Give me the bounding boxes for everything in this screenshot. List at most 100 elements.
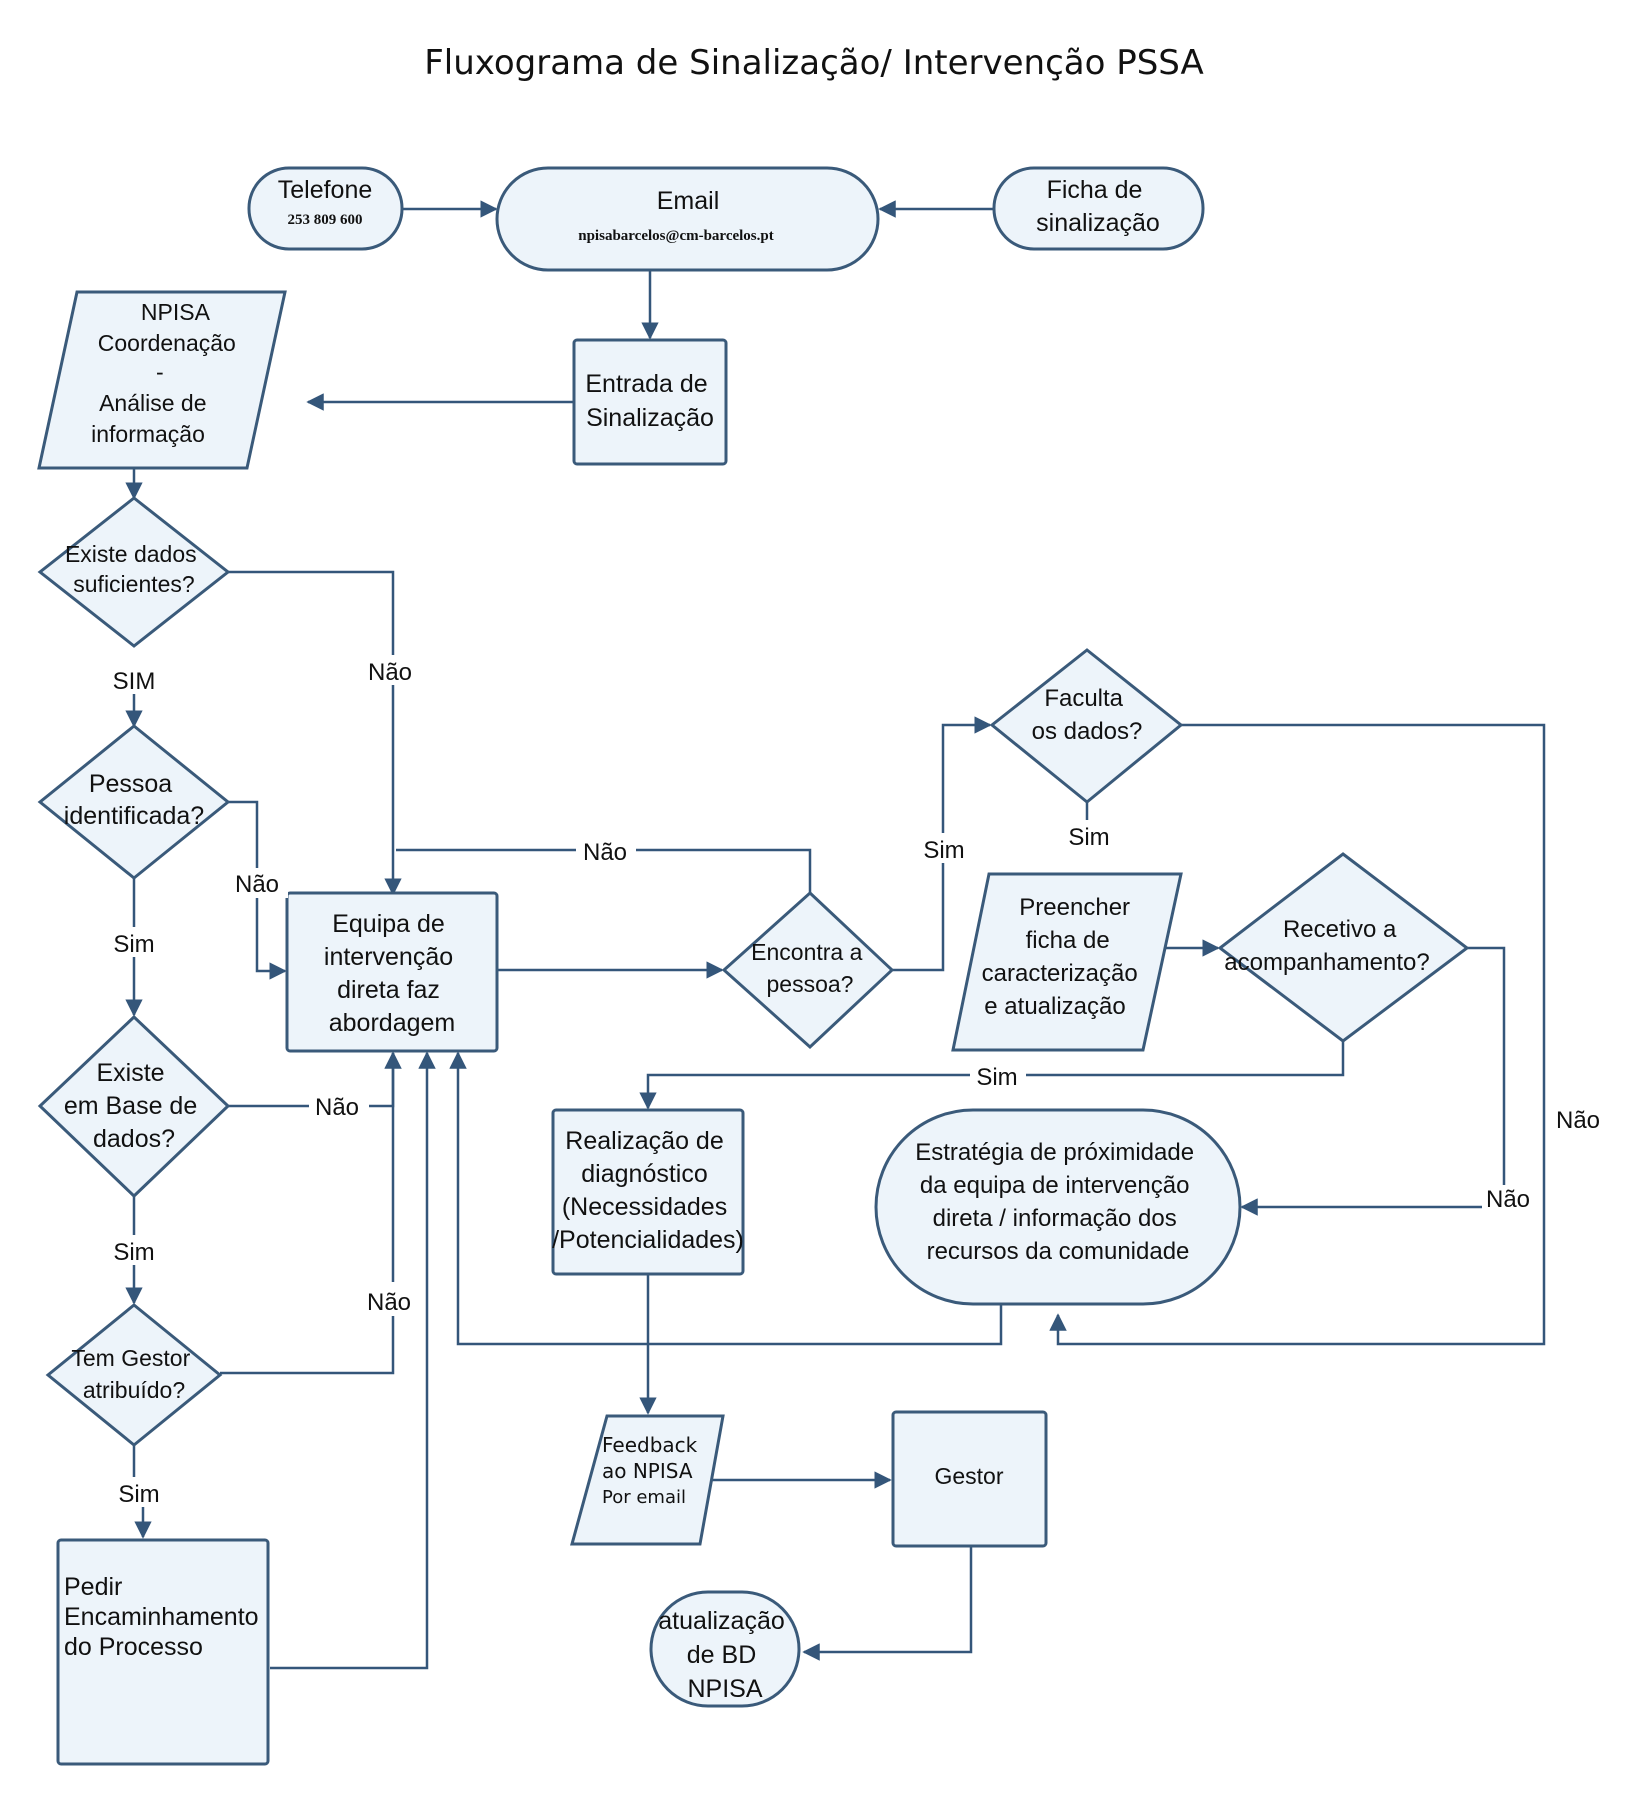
estrategia-line-1: Estratégia de próximidade xyxy=(915,1139,1194,1166)
npisa-line-1: NPISA xyxy=(141,299,211,325)
svg-text:Pessoa identificada?: Pessoa identificada? xyxy=(64,770,204,830)
node-estrategia: Estratégia de próximidade da equipa de i… xyxy=(874,1108,1242,1306)
node-telefone: Telefone 253 809 600 xyxy=(247,166,404,251)
svg-text:Realização de diagnóstic: Realização de diagnóstico (Necessidades … xyxy=(552,1127,744,1254)
svg-text:Preencher ficha de: Preencher ficha de caracterização e atua… xyxy=(982,894,1145,1020)
svg-text:Encontra a pessoa?: Encontra a pessoa? xyxy=(751,939,869,997)
svg-text:Existe em Base de: Existe em Base de dados? xyxy=(64,1059,204,1153)
svg-text:NPISA Coordenação: NPISA Coordenação - Análise de informaçã… xyxy=(91,299,242,447)
existedados-line-1: Existe dados xyxy=(65,541,197,567)
equipa-line-4: abordagem xyxy=(329,1009,455,1037)
edge-labels: SIM Não Não Sim Não Sim Não Sim Não Sim … xyxy=(102,655,1608,1508)
node-tem-gestor: Tem Gestor atribuído? xyxy=(45,1303,223,1447)
node-gestor: Gestor xyxy=(891,1410,1048,1548)
node-preencher-ficha: Preencher ficha de caracterização e atua… xyxy=(951,872,1183,1052)
node-atualizacao-bd: atualização de BD NPISA xyxy=(649,1590,801,1708)
temgestor-line-2: atribuído? xyxy=(83,1377,185,1403)
svg-text:Pedir Encaminhamento: Pedir Encaminhamento do Processo xyxy=(64,1573,266,1661)
encontra-line-2: pessoa? xyxy=(767,971,854,997)
atualizacao-line-1: atualização xyxy=(658,1607,784,1635)
equipa-line-3: direta faz xyxy=(337,976,440,1004)
gestor-label: Gestor xyxy=(934,1463,1003,1489)
node-feedback: Feedback ao NPISA Por email xyxy=(570,1414,725,1546)
ficha-line-2: sinalização xyxy=(1036,209,1160,237)
pedir-line-3: do Processo xyxy=(64,1633,203,1661)
arrow-temgestor-equipa-nao xyxy=(220,1053,395,1375)
preencher-line-2: ficha de xyxy=(1026,927,1110,954)
feedback-line-2: ao NPISA xyxy=(602,1459,693,1483)
pessoa-line-2: identificada? xyxy=(64,802,204,830)
connectors xyxy=(125,200,1546,1670)
svg-text:Tem Gestor atribuído?: Tem Gestor atribuído? xyxy=(71,1345,196,1403)
svg-text:atualização de BD: atualização de BD NPISA xyxy=(658,1607,791,1703)
edge-label-nao-pessoa: Não xyxy=(235,871,279,898)
realizacao-line-1: Realização de xyxy=(565,1127,723,1155)
atualizacao-line-3: NPISA xyxy=(687,1675,762,1703)
svg-text:Ficha de sinalização: Ficha de sinalização xyxy=(1036,176,1160,237)
npisa-line-2: Coordenação xyxy=(98,330,236,356)
arrow-recetivo-estrategia-nao xyxy=(1240,946,1506,1216)
realizacao-line-4: /Potencialidades) xyxy=(552,1226,744,1254)
edge-label-sim-existedados: SIM xyxy=(113,668,156,695)
edge-label-sim-pessoa: Sim xyxy=(113,931,154,958)
feedback-line-3: Por email xyxy=(602,1487,686,1508)
arrow-pedir-equipa xyxy=(270,1051,436,1670)
arrow-gestor-atualizacao xyxy=(802,1547,973,1661)
realizacao-line-2: diagnóstico xyxy=(581,1160,707,1188)
npisa-line-4: Análise de xyxy=(99,390,206,416)
equipa-line-2: intervenção xyxy=(324,943,453,971)
svg-text:Existe dados suficientes: Existe dados suficientes? xyxy=(65,541,203,597)
node-existe-base-dados: Existe em Base de dados? xyxy=(37,1014,231,1199)
node-faculta-dados: Faculta os dados? xyxy=(989,648,1184,804)
node-ficha-sinalizacao: Ficha de sinalização xyxy=(992,166,1205,251)
npisa-line-5: informação xyxy=(91,421,205,447)
faculta-line-1: Faculta xyxy=(1044,685,1123,712)
edge-label-sim-existebase: Sim xyxy=(113,1239,154,1266)
node-encontra-pessoa: Encontra a pessoa? xyxy=(721,890,895,1050)
edge-label-nao-recetivo: Não xyxy=(1486,1186,1530,1213)
telefone-number: 253 809 600 xyxy=(288,212,363,228)
atualizacao-line-2: de BD xyxy=(687,1641,756,1669)
estrategia-line-3: direta / informação dos xyxy=(933,1205,1177,1232)
edge-label-nao-existedados: Não xyxy=(368,659,412,686)
pedir-line-2: Encaminhamento xyxy=(64,1603,259,1631)
temgestor-line-1: Tem Gestor xyxy=(71,1345,190,1371)
arrow-faculta-estrategia-nao xyxy=(1049,723,1546,1346)
arrow-estrategia-equipa xyxy=(449,1051,1003,1346)
arrow-encontra-equipa-nao xyxy=(396,848,812,893)
existebase-line-1: Existe xyxy=(96,1059,164,1087)
node-realizacao-diagnostico: Realização de diagnóstico (Necessidades … xyxy=(551,1108,745,1276)
existedados-line-2: suficientes? xyxy=(73,571,194,597)
email-address: npisabarcelos@cm-barcelos.pt xyxy=(578,228,773,244)
preencher-line-4: e atualização xyxy=(984,993,1125,1020)
ficha-line-1: Ficha de xyxy=(1047,176,1143,204)
entrada-line-2: Sinalização xyxy=(586,404,714,432)
edge-label-sim-recetivo: Sim xyxy=(976,1064,1017,1091)
feedback-line-1: Feedback xyxy=(602,1433,698,1457)
node-entrada-sinalizacao: Entrada de Sinalização xyxy=(572,338,728,466)
node-recetivo: Recetivo a acompanhamento? xyxy=(1217,852,1470,1043)
existebase-line-2: em Base de xyxy=(64,1092,197,1120)
edge-label-nao-faculta: Não xyxy=(1556,1107,1600,1134)
recetivo-line-2: acompanhamento? xyxy=(1224,949,1429,976)
email-label: Email xyxy=(657,187,720,215)
edge-label-nao-existebase: Não xyxy=(315,1094,359,1121)
preencher-line-3: caracterização xyxy=(982,960,1138,987)
edge-label-nao-encontra: Não xyxy=(583,839,627,866)
node-npisa-coordenacao: NPISA Coordenação - Análise de informaçã… xyxy=(37,290,287,470)
edge-label-nao-temgestor: Não xyxy=(367,1289,411,1316)
entrada-line-1: Entrada de xyxy=(585,370,707,398)
svg-text:Entrada de Sinalização: Entrada de Sinalização xyxy=(585,370,714,432)
pessoa-line-1: Pessoa xyxy=(89,770,172,798)
node-email: Email npisabarcelos@cm-barcelos.pt xyxy=(495,166,880,272)
svg-text:Feedback ao NPISA: Feedback ao NPISA Por email xyxy=(602,1433,704,1508)
faculta-line-2: os dados? xyxy=(1032,718,1143,745)
svg-text:Estratégia de próximidade: Estratégia de próximidade da equipa de i… xyxy=(915,1139,1201,1265)
recetivo-line-1: Recetivo a xyxy=(1283,916,1397,943)
edge-label-sim-temgestor: Sim xyxy=(118,1481,159,1508)
svg-text:Recetivo a acompanhament: Recetivo a acompanhamento? xyxy=(1224,916,1429,976)
edge-label-sim-encontra: Sim xyxy=(923,837,964,864)
equipa-line-1: Equipa de xyxy=(332,910,445,938)
existebase-line-3: dados? xyxy=(93,1125,175,1153)
